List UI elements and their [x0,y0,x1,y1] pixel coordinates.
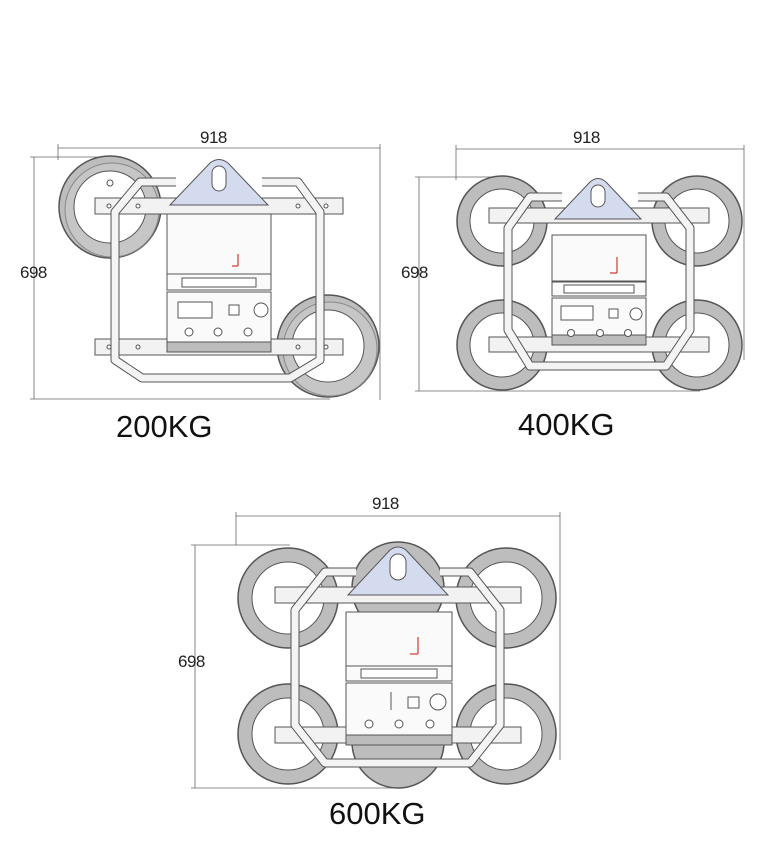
width-dimension: 918 [200,128,227,147]
control-box [345,611,453,746]
axis-marker-icon [410,637,419,655]
capacity-label: 400KG [518,407,615,442]
control-box [551,234,647,346]
lifting-plate [553,178,643,220]
height-dimension: 698 [20,263,47,282]
width-dimension: 918 [573,128,600,147]
axis-marker-icon [610,257,618,274]
control-box [166,213,272,353]
dimension-lines [30,144,381,400]
dimension-lines [191,512,561,789]
handle-frame-fill [111,178,324,382]
height-dimension: 698 [401,263,428,282]
width-dimension: 918 [372,494,399,513]
capacity-label: 600KG [329,796,426,831]
capacity-label: 200KG [116,409,213,444]
lifting-plate [346,546,450,596]
lifting-plate [168,159,270,206]
axis-marker-icon [232,254,239,267]
height-dimension: 698 [178,652,205,671]
